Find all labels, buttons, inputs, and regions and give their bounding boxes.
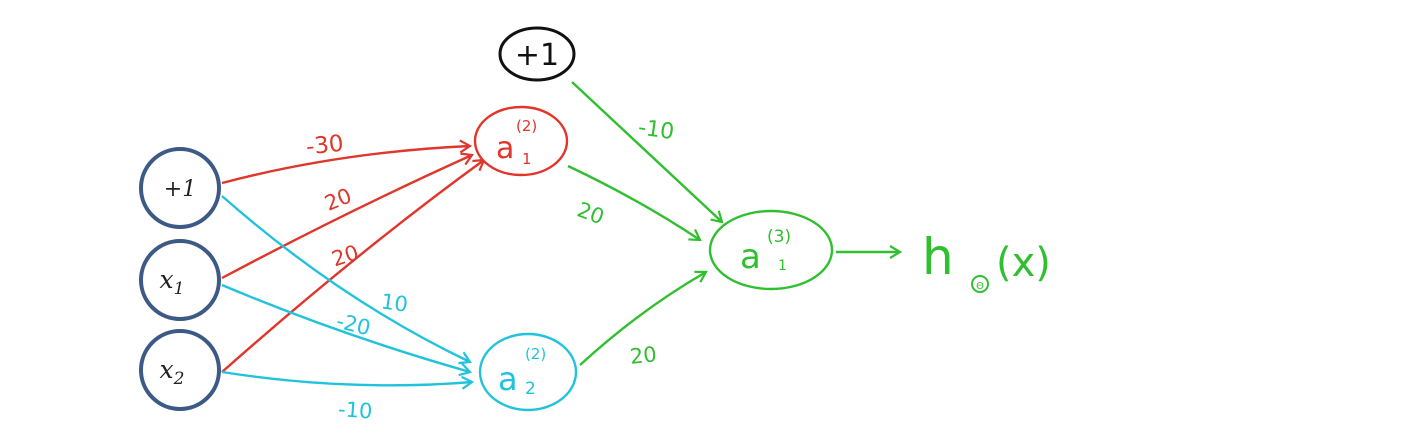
weight-x1-to-a1: 20 [321,184,355,216]
hypothesis-theta-circle [971,275,989,293]
hypothesis-theta: Θ [976,281,984,292]
weight-a2-to-out: 20 [629,342,658,369]
weight-bias-to-a1: -30 [305,131,345,161]
edge-bias-to-a1 [221,146,470,185]
edge-bias2-to-out [571,81,722,222]
weight-bias2-to-out: -10 [637,115,676,145]
edge-x2-to-a2 [221,370,472,385]
weight-x2-to-a1: 20 [329,240,362,271]
hidden-a1-sup: (2) [516,117,537,135]
hidden-a2-label: a [498,360,518,398]
input-node-bias [139,147,221,229]
hypothesis-arg: (x) [996,240,1051,286]
input-x2-label: x2 [160,355,185,389]
input-node-x1 [139,239,221,321]
edge-x2-to-a1 [221,160,484,373]
weight-x2-to-a2: -10 [337,397,373,423]
hidden-bias-node [498,26,576,82]
output-node-a3 [708,209,834,291]
hidden-a1-sub: 1 [522,150,532,168]
output-a3-sup: (3) [767,227,791,247]
hidden-a1-label: a [496,131,514,166]
edge-x1-to-a1 [221,155,472,280]
output-a3-sub: 1 [778,258,787,274]
edge-x1-to-a2 [221,283,470,372]
hidden-a2-sub: 2 [525,379,536,399]
weight-bias-to-a2: 10 [380,289,410,316]
edge-bias-to-a2 [221,195,470,362]
hidden-node-a1 [473,105,569,177]
edge-a2-to-out [579,272,706,366]
hidden-node-a2 [478,332,578,412]
input-node-x2 [139,329,221,411]
hidden-bias-label: +1 [515,38,559,73]
hypothesis-h: h [922,228,954,286]
input-x1-label: x1 [160,265,185,299]
weight-a1-to-out: 20 [574,198,607,230]
weight-x1-to-a2: -20 [334,309,373,341]
input-bias-label: +1 [164,177,196,202]
output-a3-label: a [740,237,761,277]
hidden-a2-sup: (2) [525,345,546,363]
edge-a1-to-out [567,164,700,240]
